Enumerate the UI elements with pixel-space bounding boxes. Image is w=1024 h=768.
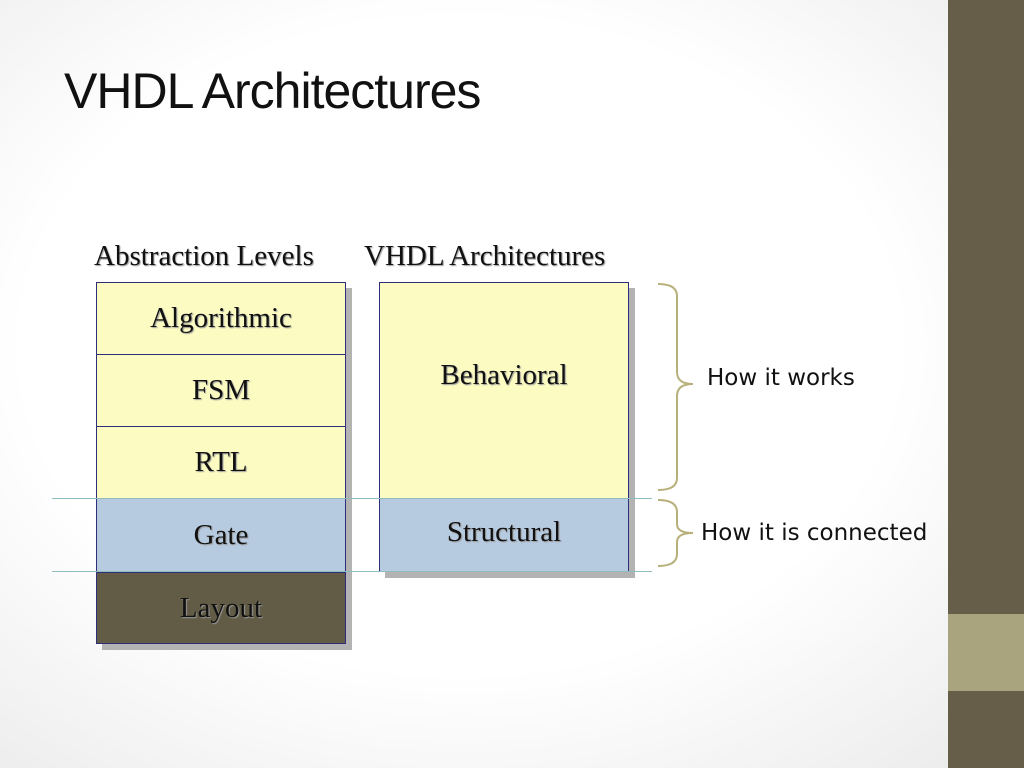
behavioral-brace — [657, 283, 694, 491]
note-how-it-is-connected: How it is connected — [701, 520, 928, 546]
structural-brace — [657, 499, 694, 567]
sidebar-accent-block — [948, 614, 1024, 691]
abstraction-levels-heading: Abstraction Levels — [94, 240, 314, 272]
level-layout: Layout — [96, 572, 346, 644]
arch-structural: Structural — [379, 498, 629, 572]
arch-behavioral: Behavioral — [379, 282, 629, 499]
level-algorithmic: Algorithmic — [96, 282, 346, 355]
gate-top-guide-line — [52, 498, 652, 499]
vhdl-architectures-heading: VHDL Architectures — [364, 240, 606, 272]
gate-bottom-guide-line — [52, 571, 652, 572]
page-title: VHDL Architectures — [64, 63, 481, 119]
note-how-it-works: How it works — [707, 365, 855, 391]
